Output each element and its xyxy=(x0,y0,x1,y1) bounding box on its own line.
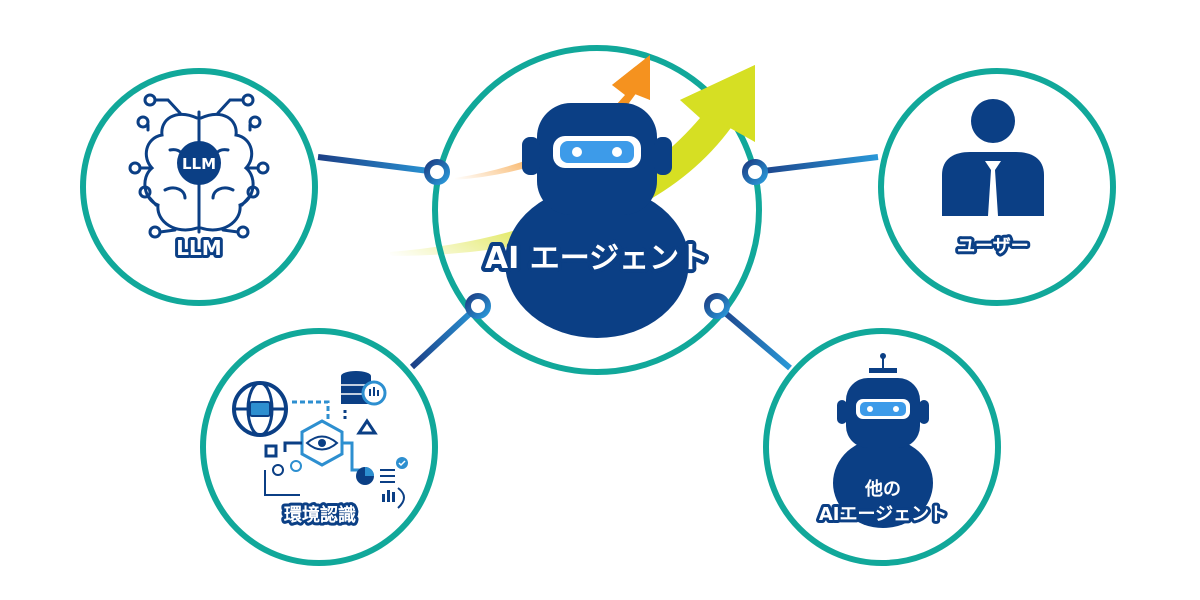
joint-bottom-right[interactable] xyxy=(704,293,730,319)
link-joints xyxy=(424,159,768,319)
joint-right[interactable] xyxy=(742,159,768,185)
llm-node-label: LLM xyxy=(176,236,221,260)
links xyxy=(317,154,879,371)
businessman-icon xyxy=(942,99,1044,216)
link-environment xyxy=(409,303,481,370)
other-agent-label-line2: AIエージェント xyxy=(819,504,947,525)
center-agent-ring[interactable] xyxy=(432,45,762,375)
other-robot-icon xyxy=(833,353,933,528)
llm-badge-label: LLM xyxy=(182,155,216,173)
link-llm xyxy=(317,154,438,175)
link-other-agent xyxy=(715,303,792,371)
joint-bottom-left[interactable] xyxy=(465,293,491,319)
environment-node-label: 環境認識 xyxy=(284,504,356,526)
link-user xyxy=(754,154,879,175)
other-agent-label-line1: 他の xyxy=(864,478,901,500)
center-agent-label: AI エージェント xyxy=(485,241,709,276)
user-node-label: ユーザー xyxy=(957,236,1029,257)
environment-sensing-icon xyxy=(232,371,408,509)
robot-icon xyxy=(505,103,689,338)
llm-badge xyxy=(177,141,221,185)
joint-left[interactable] xyxy=(424,159,450,185)
